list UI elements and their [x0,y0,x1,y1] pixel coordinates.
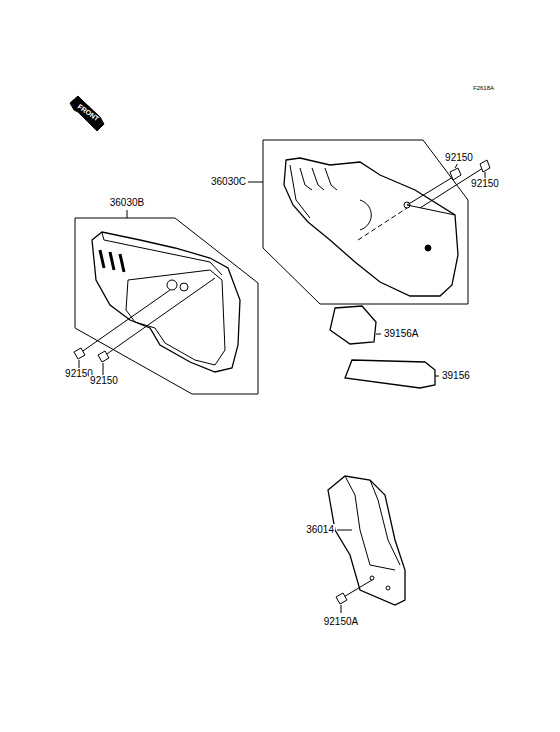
part-number: 92150 [470,178,500,190]
cover-slots [100,250,124,272]
leader-line [248,182,263,183]
number-plate [126,270,225,365]
grommet [180,283,188,291]
part-number: 39156 [441,370,471,382]
grommet [425,245,431,251]
chain-guard [328,476,405,605]
pad [330,306,376,344]
cover-edge [407,205,455,215]
group-outline [263,140,468,304]
grommet [167,280,177,290]
bolt-axis [342,580,372,598]
front-arrow [70,96,104,131]
leader-line [376,334,381,335]
hidden-line [358,208,407,240]
bolt-hole [386,586,390,590]
side-cover [284,158,458,296]
leader-line [341,605,342,613]
pad [345,360,435,388]
part-number: 36014 [305,524,335,536]
bolt [336,593,347,604]
bolt [74,348,85,359]
part-number: 92150 [444,152,474,164]
part-number: 36030C [210,176,247,188]
group-outline [75,218,258,394]
part-number: 92150 [89,375,119,387]
cover-edge [102,233,222,275]
bolt [480,160,490,172]
leader-line [337,530,352,531]
part-number: 39156A [383,328,419,340]
bolt-axis [104,278,215,356]
side-cover [92,232,240,372]
leader-line [79,360,80,368]
cover-slots [300,168,337,190]
leader-line [103,363,104,375]
bolt-axis [80,290,170,353]
leader-line [127,210,128,218]
part-number: 92150A [323,616,359,628]
bolt [450,168,461,180]
cover-edge [290,165,371,230]
leader-line [435,376,439,377]
part-number: 36030B [109,197,145,209]
bolt-hole [370,576,374,580]
bolt [98,351,109,362]
guard-edge [345,476,400,570]
figure-code: F2618A [472,85,495,92]
